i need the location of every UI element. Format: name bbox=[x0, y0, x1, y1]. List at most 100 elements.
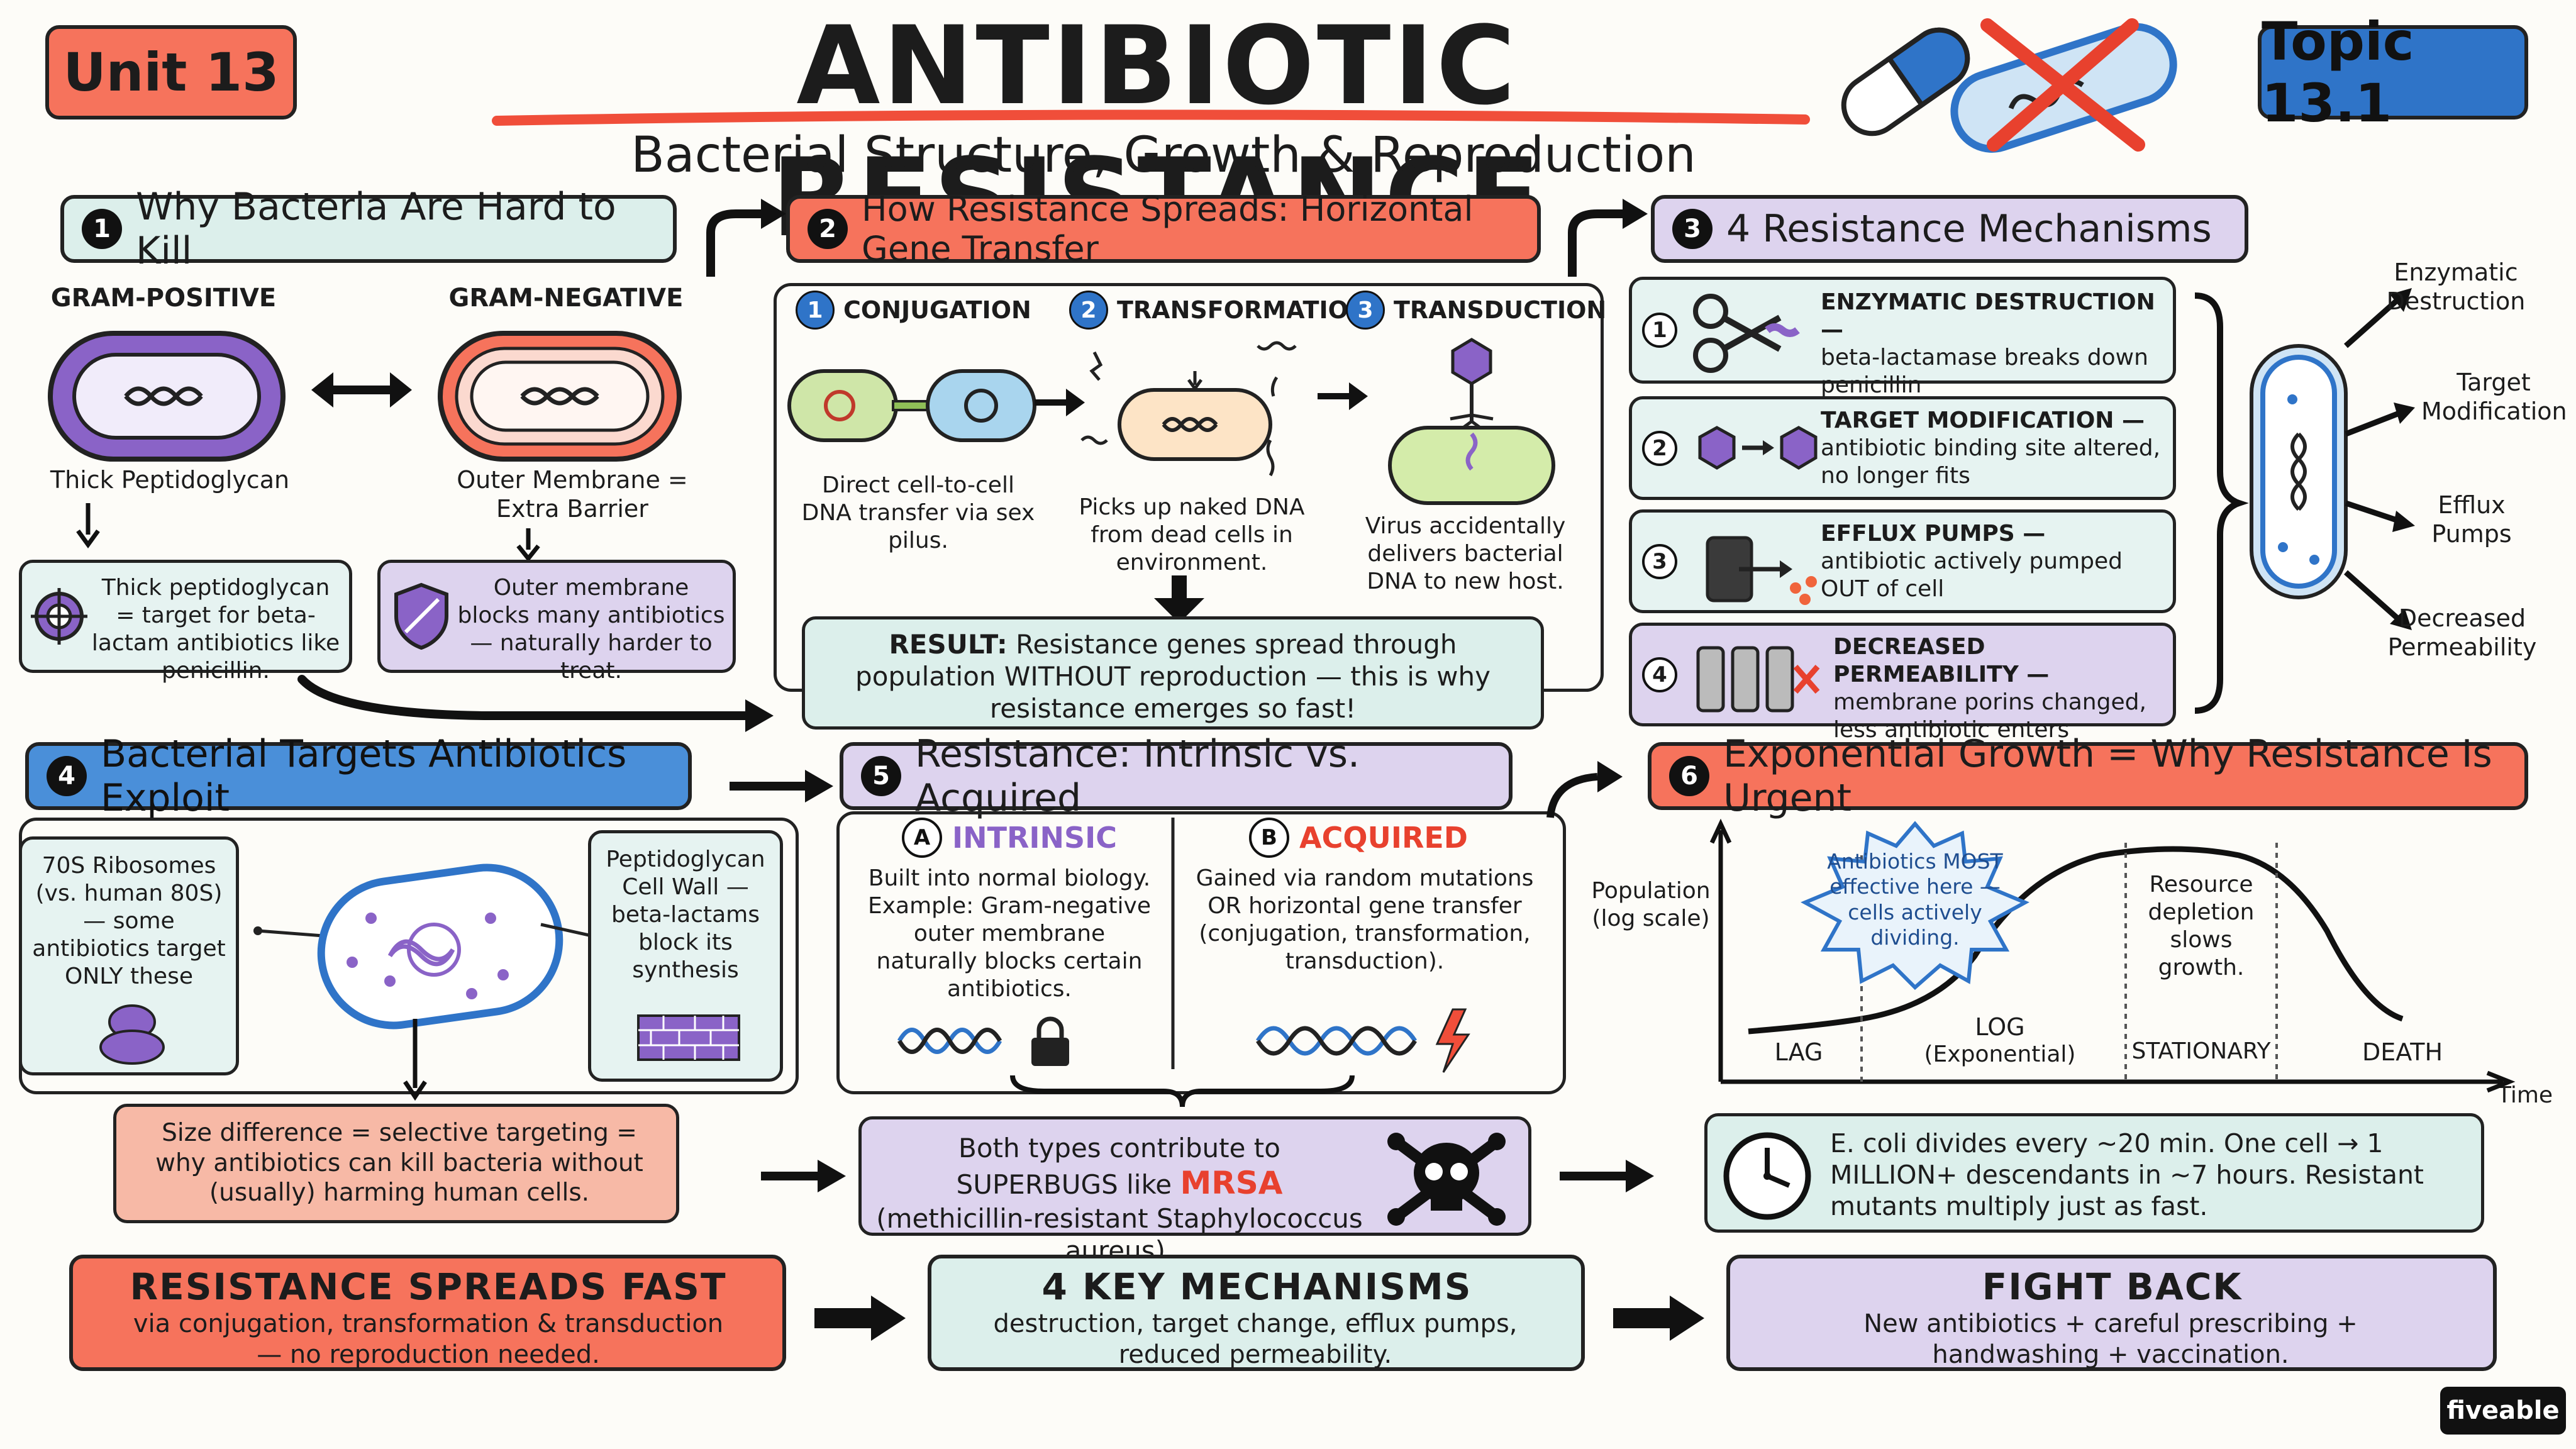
size-difference-text: Size difference = selective targeting = … bbox=[155, 1119, 643, 1208]
phase-log: LOG bbox=[1975, 1013, 2025, 1041]
section-number: 1 bbox=[82, 209, 122, 249]
phase-lag: LAG bbox=[1774, 1038, 1823, 1066]
ecoli-box: E. coli divides every ~20 min. One cell … bbox=[1704, 1113, 2484, 1233]
shield-icon bbox=[394, 582, 448, 650]
gram-positive-label: GRAM-POSITIVE bbox=[50, 284, 277, 313]
arrow-s5-to-s6 bbox=[1546, 761, 1623, 818]
method-transformation-title: 2 TRANSFORMATION bbox=[1069, 291, 1368, 330]
footer-box-fight-back: FIGHT BACK New antibiotics + careful pre… bbox=[1726, 1255, 2497, 1371]
mechanism-number: 3 bbox=[1642, 544, 1677, 579]
result-box: RESULT: Resistance genes spread through … bbox=[802, 616, 1544, 730]
phase-death: DEATH bbox=[2362, 1038, 2443, 1066]
section-title: 4 Resistance Mechanisms bbox=[1726, 207, 2212, 251]
section-2-header: 2 How Resistance Spreads: Horizontal Gen… bbox=[786, 189, 1541, 269]
superbug-box: Both types contribute to SUPERBUGS like … bbox=[858, 1116, 1531, 1266]
down-arrow-result bbox=[1154, 575, 1204, 623]
outer-membrane-box: Outer membrane blocks many antibiotics —… bbox=[377, 560, 736, 684]
arrow-s2-to-s3 bbox=[1568, 199, 1648, 277]
footer-box-mechanisms: 4 KEY MECHANISMS destruction, target cha… bbox=[928, 1255, 1585, 1371]
intrinsic-title: A INTRINSIC bbox=[868, 818, 1151, 858]
section-title: Bacterial Targets Antibiotics Exploit bbox=[101, 732, 627, 820]
conjugation-icon bbox=[787, 369, 1036, 442]
curved-arrow-s1-result bbox=[297, 675, 774, 732]
footer-arrow-1 bbox=[814, 1296, 906, 1341]
mechanism-arrows bbox=[2344, 288, 2415, 630]
gram-negative-cell-icon bbox=[438, 331, 682, 462]
footer-box-title: 4 KEY MECHANISMS bbox=[1041, 1265, 1472, 1308]
arrow-trans bbox=[1318, 382, 1368, 410]
thick-peptidoglycan-box: Thick peptidoglycan = target for beta-la… bbox=[19, 560, 352, 684]
y-axis-label: Population (log scale) bbox=[1591, 878, 1711, 931]
mechanism-row-1: 1 ENZYMATIC DESTRUCTION — beta-lactamase… bbox=[1629, 277, 2176, 398]
mechanism-text: EFFLUX PUMPS — antibiotic actively pumpe… bbox=[1821, 521, 2123, 602]
mechanism-number: 4 bbox=[1642, 657, 1677, 692]
superbug-text: Both types contribute to SUPERBUGS like … bbox=[876, 1133, 1363, 1267]
down-arrow-size bbox=[403, 1019, 427, 1101]
outer-membrane-label: Outer Membrane = Extra Barrier bbox=[457, 466, 688, 523]
footer-box-title: RESISTANCE SPREADS FAST bbox=[130, 1265, 727, 1308]
thick-peptidoglycan-text: Thick peptidoglycan = target for beta-la… bbox=[91, 575, 340, 684]
brand-logo: fiveable bbox=[2440, 1387, 2566, 1435]
phase-stationary: STATIONARY bbox=[2131, 1038, 2271, 1064]
ecoli-text: E. coli divides every ~20 min. One cell … bbox=[1830, 1128, 2424, 1222]
gram-positive-cell-icon bbox=[48, 331, 286, 462]
curly-brace bbox=[2194, 292, 2249, 714]
result-label: RESULT: bbox=[889, 629, 1008, 660]
section-title: Why Bacteria Are Hard to Kill bbox=[136, 185, 616, 273]
acquired-desc: Gained via random mutations OR horizonta… bbox=[1196, 865, 1534, 974]
size-difference-box: Size difference = selective targeting = … bbox=[113, 1104, 679, 1223]
section-title: Exponential Growth = Why Resistance Is U… bbox=[1723, 732, 2492, 820]
bacterium-targets-icon bbox=[253, 863, 598, 1030]
dna-lightning-icon bbox=[1256, 1008, 1470, 1073]
gram-negative-label: GRAM-NEGATIVE bbox=[448, 284, 684, 313]
ribosome-text: 70S Ribosomes (vs. human 80S) — some ant… bbox=[32, 853, 226, 989]
starburst-shape bbox=[1801, 821, 2029, 991]
phase-log-sub: (Exponential) bbox=[1924, 1041, 2076, 1067]
section-title: Resistance: Intrinsic vs. Acquired bbox=[915, 732, 1360, 820]
result-text: RESULT: Resistance genes spread through … bbox=[818, 628, 1528, 725]
ribosome-box: 70S Ribosomes (vs. human 80S) — some ant… bbox=[19, 836, 239, 1075]
mechanism-number: 1 bbox=[1642, 313, 1677, 348]
down-arrow-left bbox=[76, 503, 100, 548]
efflux-pump-icon bbox=[1706, 536, 1817, 605]
stationary-note: Resource depletion slows growth. bbox=[2148, 872, 2255, 980]
method-conjugation-title: 1 CONJUGATION bbox=[796, 291, 1031, 330]
section-3-header: 3 4 Resistance Mechanisms bbox=[1651, 195, 2248, 263]
mechanism-text: ENZYMATIC DESTRUCTION — beta-lactamase b… bbox=[1821, 289, 2155, 398]
intrinsic-desc: Built into normal biology. Example: Gram… bbox=[867, 865, 1152, 1002]
footer-box-text: via conjugation, transformation & transd… bbox=[133, 1309, 724, 1369]
acquired-title: B ACQUIRED bbox=[1195, 818, 1522, 858]
brick-wall-icon bbox=[637, 1014, 740, 1061]
transformation-desc: Picks up naked DNA from dead cells in en… bbox=[1079, 494, 1305, 575]
page-subtitle: Bacterial Structure, Growth & Reproducti… bbox=[631, 127, 1696, 184]
skull-crossbones-icon bbox=[1387, 1133, 1506, 1226]
outer-membrane-text: Outer membrane blocks many antibiotics —… bbox=[457, 575, 725, 684]
footer-arrow-2 bbox=[1613, 1296, 1704, 1341]
footer-box-text: New antibiotics + careful prescribing + … bbox=[1863, 1309, 2358, 1369]
starburst-text: Antibiotics MOST effective here — cells … bbox=[1827, 849, 2003, 950]
mechanism-row-4: 4 DECREASED PERMEABILITY — membrane pori… bbox=[1629, 623, 2176, 743]
scissors-icon bbox=[1693, 294, 1800, 373]
down-arrow-right bbox=[516, 528, 540, 562]
clock-icon bbox=[1723, 1132, 1811, 1220]
side-label-enzymatic: Enzymatic Destruction bbox=[2386, 258, 2526, 316]
arrow-size-to-superbug bbox=[761, 1160, 846, 1192]
transduction-desc: Virus accidentally delivers bacterial DN… bbox=[1365, 513, 1566, 594]
unit-badge: Unit 13 bbox=[45, 25, 297, 119]
mrsa-label: MRSA bbox=[1180, 1165, 1283, 1202]
arrow-s1-to-s2 bbox=[706, 199, 786, 277]
section-title: How Resistance Spreads: Horizontal Gene … bbox=[862, 189, 1474, 269]
target-icon bbox=[31, 588, 87, 645]
transformation-icon bbox=[1080, 341, 1297, 477]
title-underline bbox=[492, 109, 1810, 126]
section-4-header: 4 Bacterial Targets Antibiotics Exploit bbox=[25, 732, 692, 820]
footer-box-spread: RESISTANCE SPREADS FAST via conjugation,… bbox=[69, 1255, 786, 1371]
pill-icon bbox=[1841, 27, 1970, 136]
section-number: 3 bbox=[1672, 209, 1713, 249]
mechanism-text: DECREASED PERMEABILITY — membrane porins… bbox=[1833, 634, 2146, 743]
hexagon-change-icon bbox=[1698, 426, 1818, 470]
section-number: 5 bbox=[861, 756, 901, 796]
side-label-efflux: Efflux Pumps bbox=[2431, 491, 2512, 548]
conjugation-desc: Direct cell-to-cell DNA transfer via sex… bbox=[801, 472, 1035, 553]
unit-label: Unit 13 bbox=[63, 42, 279, 103]
